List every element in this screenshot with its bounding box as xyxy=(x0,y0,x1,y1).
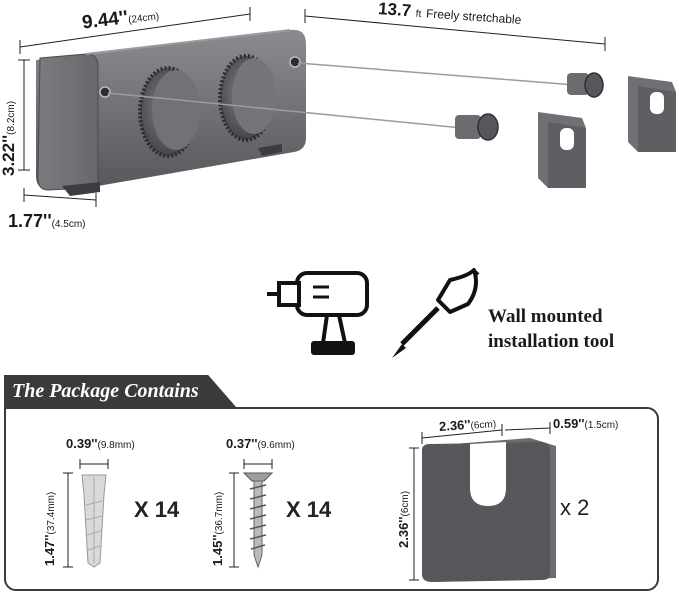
bracket-quantity: x 2 xyxy=(560,495,590,520)
screw-width-label: 0.37''(9.6mm) xyxy=(226,436,295,451)
anchor-width-label: 0.39''(9.8mm) xyxy=(66,436,135,451)
anchor-quantity: X 14 xyxy=(134,497,180,522)
package-contents-box xyxy=(4,407,659,591)
anchor-length-label: 1.47''(37.4mm) xyxy=(42,491,57,566)
package-header-tab xyxy=(4,375,236,407)
bracket-height-label: 2.36''(6cm) xyxy=(396,490,411,548)
screw-length-label: 1.45''(36.7mm) xyxy=(210,491,225,566)
wall-bracket-1 xyxy=(538,112,586,188)
retractable-line-box xyxy=(36,29,306,196)
bracket-image xyxy=(409,422,556,582)
tools-caption-line-2: installation tool xyxy=(488,331,615,352)
hook-connector-2 xyxy=(567,72,604,98)
package-title: The Package Contains xyxy=(12,380,199,402)
screw-image xyxy=(229,459,274,569)
hook-connector-1 xyxy=(455,113,499,141)
stretch-dimension-line xyxy=(304,15,606,45)
tools-caption-line-1: Wall mounted xyxy=(488,306,603,327)
tools-caption: Wall mounted installation tool xyxy=(488,304,614,354)
screw-quantity: X 14 xyxy=(286,497,332,522)
bracket-depth-label: 0.59''(1.5cm) xyxy=(553,416,619,431)
width-dimension-line xyxy=(19,13,251,48)
screwdriver-icon xyxy=(392,268,480,358)
cord-1 xyxy=(107,92,463,129)
depth-dimension-line xyxy=(23,194,97,201)
wall-anchor-image xyxy=(63,459,109,568)
product-illustration xyxy=(18,7,676,207)
cord-2 xyxy=(297,62,576,86)
depth-label: 1.77''(4.5cm) xyxy=(8,211,86,231)
height-label: 3.22''(8.2cm) xyxy=(0,100,18,176)
wall-bracket-2 xyxy=(628,76,676,152)
drill-icon xyxy=(267,271,369,355)
